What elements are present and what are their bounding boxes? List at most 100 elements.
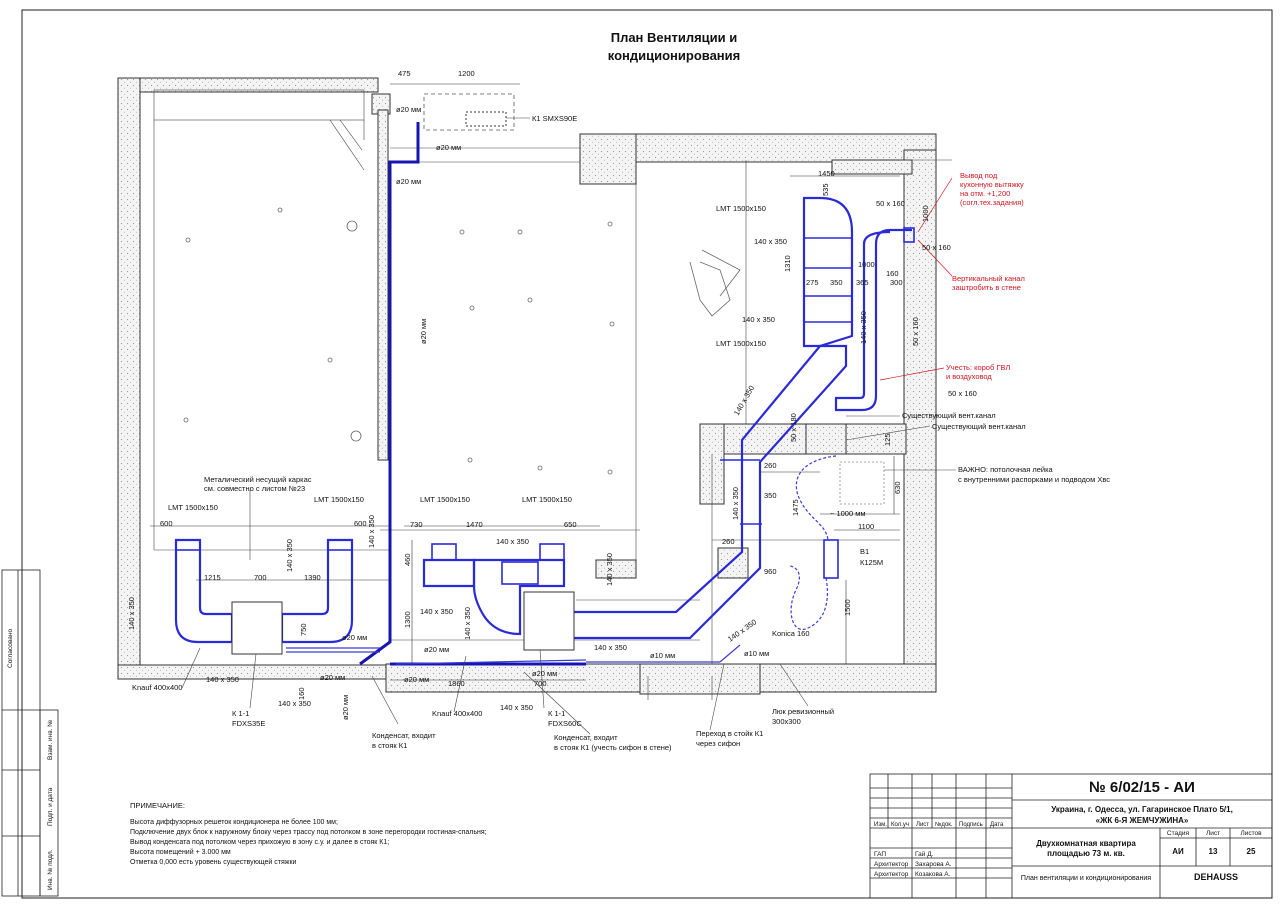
ceiling-fixture-marks bbox=[183, 207, 885, 505]
size-140-350-7: 140 x 350 bbox=[594, 643, 627, 652]
pipe-label-9: ø20 мм bbox=[320, 673, 345, 682]
important-note-1: ВАЖНО: потолочная лейка bbox=[958, 465, 1054, 474]
notes-heading: ПРИМЕЧАНИЕ: bbox=[130, 801, 185, 810]
red-note-kitchen-1: Вывод под bbox=[960, 171, 998, 180]
col-kolch: Кол.уч bbox=[891, 822, 909, 828]
dim-260a: 260 bbox=[764, 461, 777, 470]
unit-label-k11b-1: К 1-1 bbox=[548, 709, 565, 718]
size-140-350-5: 140 x 350 bbox=[731, 487, 740, 520]
side-stamp: Согласовано Взам. инв. № Подп. и дата Ин… bbox=[1, 569, 59, 897]
frame-note-1: Металический несущий каркас bbox=[204, 475, 312, 484]
project-name-2: площадью 73 м. кв. bbox=[1047, 849, 1125, 858]
notes-line-2: Подключение двух блок к наружному блоку … bbox=[130, 828, 487, 836]
red-note-kitchen-2: кухонную вытяжку bbox=[960, 180, 1024, 189]
role-gap: ГАП bbox=[874, 851, 886, 858]
role-architect-1: Архитектор bbox=[874, 861, 909, 868]
lmt-label-3: LMT 1500x150 bbox=[168, 503, 218, 512]
dim-1000a: 1000 bbox=[921, 205, 930, 222]
condensate-label-1a: Конденсат, входит bbox=[372, 731, 436, 740]
size-140-350-4: 140 x 350 bbox=[732, 384, 756, 417]
dim-750: 750 bbox=[299, 623, 308, 636]
pipe-label-10: ø20 мм bbox=[341, 695, 350, 720]
k1-outdoor-label: К1 SMXS90E bbox=[532, 114, 577, 123]
condensate-label-2a: Конденсат, входит bbox=[554, 733, 618, 742]
pipe-label-4: ø20 мм bbox=[419, 319, 428, 344]
address-line-2: «ЖК 6-Я ЖЕМЧУЖИНА» bbox=[1096, 816, 1189, 825]
size-50-160-1: 50 x 160 bbox=[876, 199, 905, 208]
pipe-label-1: ø20 мм bbox=[396, 105, 421, 114]
indoor-unit-fdxs60c bbox=[523, 591, 575, 651]
dim-535: 535 bbox=[821, 183, 830, 196]
stage-value: АИ bbox=[1172, 847, 1184, 856]
red-note-vertical-1: Вертикальный канал bbox=[952, 274, 1025, 283]
size-140-350-11: 140 x 350 bbox=[496, 537, 529, 546]
dim-160b: 160 bbox=[297, 687, 306, 700]
unit-label-k11a-2: FDXS35E bbox=[232, 719, 265, 728]
size-140-350-14: 140 x 350 bbox=[463, 607, 472, 640]
dim-125: 125 bbox=[883, 433, 892, 446]
address-line-1: Украина, г. Одесса, ул. Гагаринское Плат… bbox=[1051, 805, 1233, 814]
sheets-header: Листов bbox=[1240, 830, 1262, 837]
pipe-label-3: ø20 мм bbox=[396, 177, 421, 186]
dim-475: 475 bbox=[398, 69, 411, 78]
size-50-160-2: 50 x 160 bbox=[922, 243, 951, 252]
size-140-350-13: 140 x 350 bbox=[420, 607, 453, 616]
red-note-box-2: и воздуховод bbox=[946, 372, 992, 381]
stamp-replace-inv: Взам. инв. № bbox=[47, 720, 54, 760]
dim-350b: 350 bbox=[764, 491, 777, 500]
dim-1000b: 1000 bbox=[858, 260, 875, 269]
size-50-180: 50 x 180 bbox=[789, 413, 798, 442]
transition-label-1: Переход в стойк К1 bbox=[696, 729, 763, 738]
size-140-350-15: 140 x 350 bbox=[206, 675, 239, 684]
pipe-label-12: ø10 мм bbox=[744, 649, 769, 658]
dim-1860: 1860 bbox=[448, 679, 465, 688]
plan-title-line1: План Вентиляции и bbox=[611, 30, 738, 45]
size-140-350-2: 140 x 350 bbox=[742, 315, 775, 324]
red-note-box-1: Учесть: короб ГВЛ bbox=[946, 363, 1010, 372]
sheet-header: Лист bbox=[1206, 830, 1220, 837]
lmt-label-2: LMT 1500x150 bbox=[716, 339, 766, 348]
lmt-label-5: LMT 1500x150 bbox=[420, 495, 470, 504]
pipe-label-11: ø10 мм bbox=[650, 651, 675, 660]
title-block: № 6/02/15 - АИ Украина, г. Одесса, ул. Г… bbox=[869, 773, 1273, 899]
condensate-label-2b: в стояк К1 (учесть сифон в стене) bbox=[554, 743, 672, 752]
lmt-label-6: LMT 1500x150 bbox=[522, 495, 572, 504]
sheet-value: 13 bbox=[1209, 847, 1218, 856]
notes-line-5: Отметка 0,000 есть уровень существующей … bbox=[130, 858, 297, 866]
dim-1300: 1300 bbox=[403, 611, 412, 628]
size-140-350-6: 140 x 350 bbox=[726, 617, 758, 643]
stage-header: Стадия bbox=[1167, 830, 1190, 837]
stamp-agreed: Согласовано bbox=[7, 629, 14, 668]
col-ndok: №док. bbox=[935, 821, 953, 828]
dim-460: 460 bbox=[403, 553, 412, 566]
sheet-frame bbox=[21, 9, 1273, 899]
dim-1470: 1470 bbox=[466, 520, 483, 529]
lmt-label-4: LMT 1500x150 bbox=[314, 495, 364, 504]
pipe-label-7: ø20 мм bbox=[532, 669, 557, 678]
dim-160a: 160 bbox=[886, 269, 899, 278]
dim-350a: 350 bbox=[830, 278, 843, 287]
pipe-label-8: ø20 мм bbox=[404, 675, 429, 684]
dim-600b: 600 bbox=[354, 519, 367, 528]
air-ducts bbox=[174, 196, 915, 644]
dim-1310: 1310 bbox=[783, 255, 792, 272]
dim-730: 730 bbox=[410, 520, 423, 529]
dim-700b: 700 bbox=[534, 679, 547, 688]
dim-260b: 260 bbox=[722, 537, 735, 546]
col-izm: Изм. bbox=[874, 822, 887, 828]
walls bbox=[117, 77, 937, 695]
konica-label: Konica 160 bbox=[772, 629, 810, 638]
dim-700a: 700 bbox=[254, 573, 267, 582]
dim-960: 960 bbox=[764, 567, 777, 576]
hatch-label-2: 300x300 bbox=[772, 717, 801, 726]
project-number: № 6/02/15 - АИ bbox=[1089, 779, 1195, 796]
name-architect-1: Захарова А. bbox=[915, 861, 952, 868]
stamp-sign-date: Подп. и дата bbox=[47, 787, 54, 826]
col-list: Лист bbox=[916, 822, 929, 828]
col-sign: Подпись bbox=[959, 822, 983, 828]
lmt-label-1: LMT 1500x150 bbox=[716, 204, 766, 213]
dim-1100: 1100 bbox=[858, 522, 874, 531]
dim-650: 650 bbox=[564, 520, 577, 529]
existing-vent-label-2: Существующий вент.канал bbox=[932, 422, 1026, 431]
